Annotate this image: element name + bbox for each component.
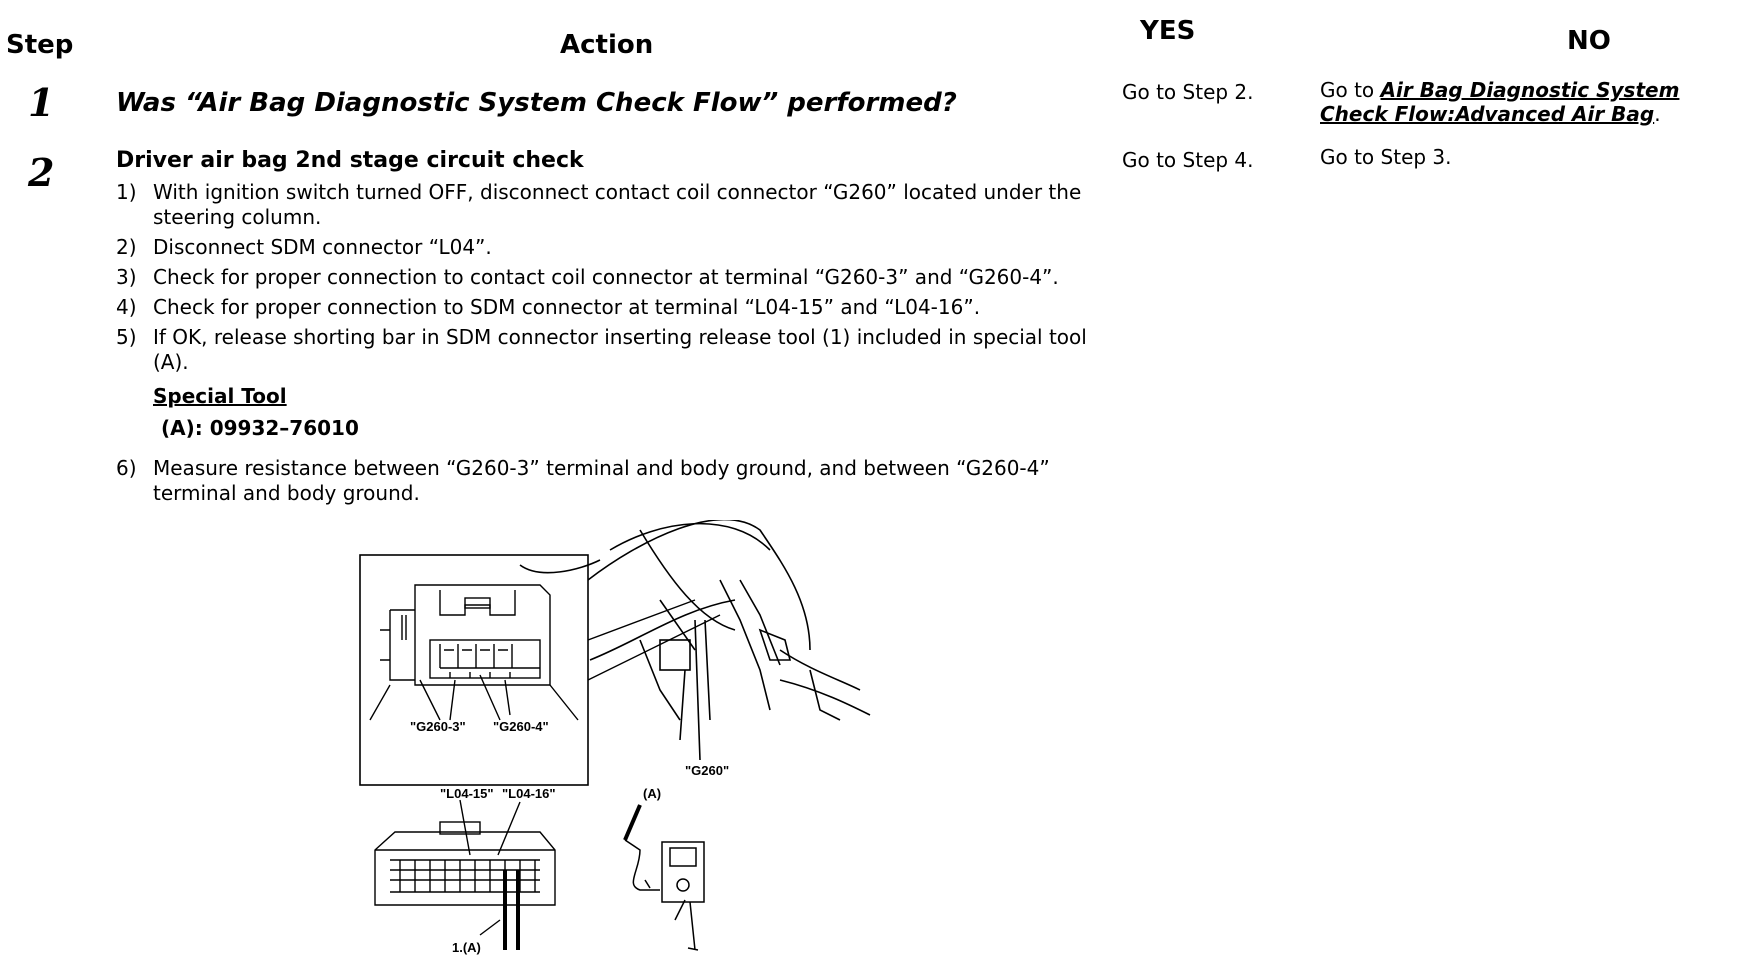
- procedure-step-number: 4): [116, 295, 137, 319]
- step-2-yes: Go to Step 4.: [1122, 148, 1254, 172]
- step-1-no-suffix: .: [1654, 102, 1661, 126]
- step-2-no: Go to Step 3.: [1320, 145, 1452, 169]
- ohmmeter-icon: [624, 804, 705, 951]
- step-1-no: Go to Air Bag Diagnostic System Check Fl…: [1320, 78, 1740, 126]
- procedure-step-text: Check for proper connection to contact c…: [153, 265, 1059, 289]
- step-number-1: 1: [28, 80, 55, 125]
- connector-diagram: "G260-3" "G260-4" "G260" "L04-15" "L04-1…: [359, 520, 871, 955]
- procedure-step: 4) Check for proper connection to SDM con…: [116, 295, 1096, 320]
- step-2-procedure-list: 1) With ignition switch turned OFF, disco…: [116, 180, 1096, 380]
- step-1-question: Was “Air Bag Diagnostic System Check Flo…: [116, 88, 957, 118]
- step-number-2: 2: [28, 150, 55, 195]
- label-tool-a: (A): [643, 786, 661, 801]
- label-g260: "G260": [685, 763, 729, 778]
- procedure-step: 5) If OK, release shorting bar in SDM con…: [116, 325, 1096, 375]
- label-l04-16: "L04-16": [502, 786, 556, 801]
- label-g260-3: "G260-3": [410, 719, 466, 734]
- procedure-step-text: Disconnect SDM connector “L04”.: [153, 235, 492, 259]
- procedure-step-text: If OK, release shorting bar in SDM conne…: [153, 325, 1087, 374]
- procedure-step: 3) Check for proper connection to contact…: [116, 265, 1096, 290]
- special-tool-label: Special Tool: [153, 384, 287, 408]
- procedure-step-number: 2): [116, 235, 137, 259]
- steering-column-icon: [519, 520, 871, 761]
- procedure-step-number: 3): [116, 265, 137, 289]
- step-6: 6) Measure resistance between “G260-3” t…: [116, 456, 1096, 506]
- procedure-step-number: 6): [116, 456, 137, 480]
- step-1-no-prefix: Go to: [1320, 78, 1381, 102]
- procedure-step-number: 1): [116, 180, 137, 204]
- header-action: Action: [560, 30, 654, 60]
- label-g260-4: "G260-4": [493, 719, 549, 734]
- sdm-connector-icon: [374, 799, 556, 906]
- air-bag-check-flow-link[interactable]: Air Bag Diagnostic System Check Flow:Adv…: [1320, 78, 1680, 126]
- label-1a: 1.(A): [452, 940, 481, 955]
- header-yes: YES: [1140, 16, 1196, 46]
- g260-connector-icon: [369, 584, 579, 721]
- procedure-step-text: Check for proper connection to SDM conne…: [153, 295, 981, 319]
- procedure-step-text: Measure resistance between “G260-3” term…: [153, 456, 1050, 505]
- step-1-yes: Go to Step 2.: [1122, 80, 1254, 104]
- procedure-step-text: With ignition switch turned OFF, disconn…: [153, 180, 1082, 229]
- special-tool-value: (A): 09932–76010: [161, 416, 359, 440]
- procedure-step: 1) With ignition switch turned OFF, disco…: [116, 180, 1096, 230]
- header-no: NO: [1567, 26, 1611, 56]
- procedure-step: 2) Disconnect SDM connector “L04”.: [116, 235, 1096, 260]
- label-l04-15: "L04-15": [440, 786, 494, 801]
- procedure-step-number: 5): [116, 325, 137, 349]
- header-step: Step: [6, 30, 74, 60]
- step-2-title: Driver air bag 2nd stage circuit check: [116, 148, 584, 173]
